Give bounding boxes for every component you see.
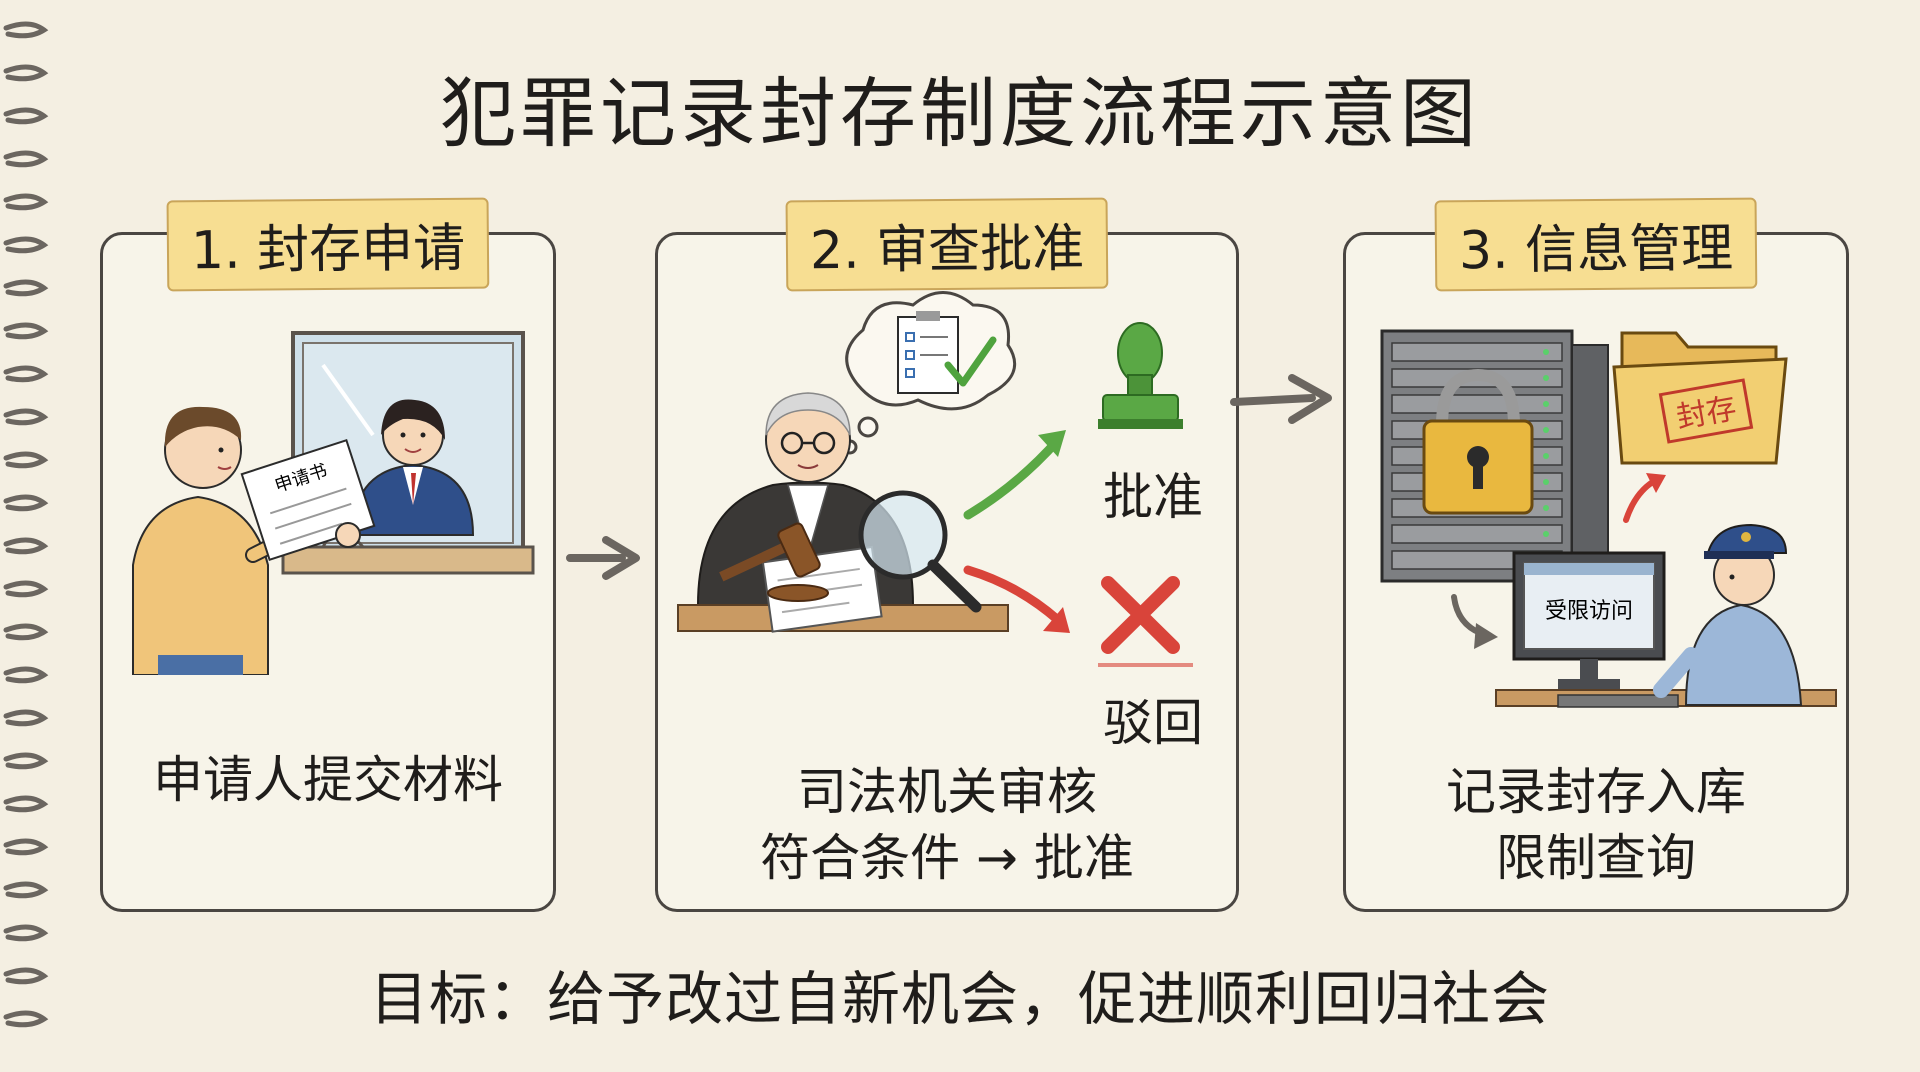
- spiral-ring: [3, 709, 49, 727]
- rack-led: [1543, 427, 1549, 433]
- spiral-ring: [3, 365, 49, 383]
- spiral-ring: [3, 881, 49, 899]
- applicant-figure: [132, 406, 301, 675]
- step-panel-review: 2. 审查批准: [655, 197, 1239, 912]
- rack-led: [1543, 375, 1549, 381]
- gavel-icon: [719, 522, 829, 602]
- rack-led: [1543, 349, 1549, 355]
- rack-led: [1543, 453, 1549, 459]
- spiral-ring: [3, 494, 49, 512]
- spiral-ring: [3, 322, 49, 340]
- step-caption-management-line1: 记录封存入库: [1446, 763, 1746, 821]
- spiral-ring: [3, 838, 49, 856]
- spiral-ring: [3, 408, 49, 426]
- rack-led: [1543, 531, 1549, 537]
- step-panel-information-management: 3. 信息管理 封存: [1343, 197, 1849, 912]
- rack-unit: [1391, 342, 1563, 362]
- reject-arrow: [963, 565, 1063, 625]
- thought-cloud-checklist-icon: [842, 291, 1017, 455]
- spiral-ring: [3, 967, 49, 985]
- spiral-ring: [3, 451, 49, 469]
- application-counter-illustration: 申请书: [132, 331, 535, 675]
- magnifying-glass-icon: [858, 490, 982, 613]
- spiral-ring: [3, 666, 49, 684]
- reject-label: 驳回: [1103, 694, 1203, 752]
- information-management-illustration: 封存 受限访问: [1380, 329, 1837, 708]
- spiral-ring: [3, 924, 49, 942]
- spiral-ring: [3, 236, 49, 254]
- step-caption-management-line2: 限制查询: [1496, 829, 1696, 887]
- step-panel-application: 1. 封存申请: [100, 197, 556, 912]
- screen-label: 受限访问: [1545, 599, 1633, 624]
- reject-x-icon: [1098, 576, 1193, 667]
- spiral-ring: [3, 752, 49, 770]
- police-officer-figure: [1653, 523, 1803, 706]
- judge-review-illustration: [677, 291, 1193, 667]
- spiral-ring: [3, 64, 49, 82]
- approve-arrow: [963, 435, 1063, 520]
- spiral-ring: [3, 623, 49, 641]
- spiral-ring: [3, 537, 49, 555]
- computer-monitor-icon: 受限访问: [1512, 551, 1679, 708]
- rack-led: [1543, 479, 1549, 485]
- flow-arrow-2-to-3: [1230, 374, 1332, 424]
- spiral-ring: [3, 580, 49, 598]
- spiral-ring: [3, 193, 49, 211]
- rack-unit: [1391, 524, 1563, 544]
- notebook-spiral-binding: [3, 21, 49, 1028]
- padlock-icon: [1422, 368, 1534, 515]
- sealed-folder-icon: 封存: [1612, 331, 1788, 465]
- clerk-figure: [351, 399, 475, 536]
- spiral-ring: [3, 150, 49, 168]
- spiral-ring: [3, 795, 49, 813]
- step-caption-application: 申请人提交材料: [153, 751, 503, 809]
- flow-arrow-1-to-2: [566, 536, 640, 580]
- rack-led: [1543, 401, 1549, 407]
- approval-stamp-icon: [1098, 322, 1183, 429]
- spiral-ring: [3, 1010, 49, 1028]
- diagram-title: 犯罪记录封存制度流程示意图: [440, 69, 1480, 158]
- step-caption-review-line2: 符合条件 → 批准: [760, 829, 1134, 887]
- rack-unit: [1391, 394, 1563, 414]
- spiral-ring: [3, 279, 49, 297]
- goal-statement: 目标：给予改过自新机会，促进顺利回归社会: [369, 965, 1550, 1033]
- spiral-ring: [3, 21, 49, 39]
- approve-label: 批准: [1103, 468, 1203, 526]
- spiral-ring: [3, 107, 49, 125]
- rack-led: [1543, 505, 1549, 511]
- step-caption-review-line1: 司法机关审核: [797, 763, 1097, 821]
